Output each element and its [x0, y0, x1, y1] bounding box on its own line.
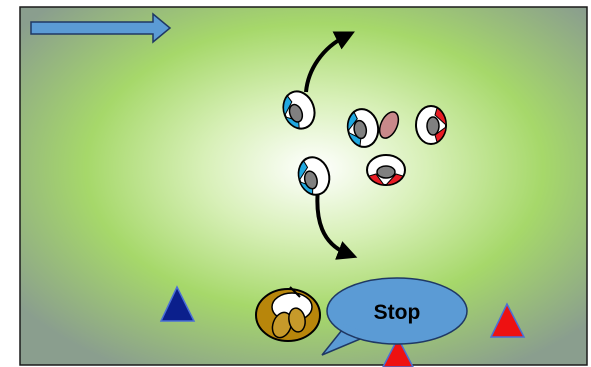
ball-icon — [378, 111, 400, 139]
callout-text: Stop — [374, 301, 421, 324]
cone-red-icon — [489, 302, 526, 338]
player-head-icon — [303, 170, 318, 190]
player-blue-top — [282, 90, 316, 130]
player-red-bottom — [366, 154, 406, 186]
cone-red-icon — [382, 336, 414, 367]
player-head-icon — [376, 165, 396, 179]
player-blue-lower — [297, 156, 331, 196]
direction-arrow-icon — [30, 12, 172, 44]
cone-blue-icon — [159, 285, 196, 322]
player-red-right — [415, 105, 447, 145]
player-head-icon — [353, 119, 368, 140]
stop-callout: Stop — [321, 277, 468, 356]
coach-icon — [255, 286, 321, 342]
curved-arrow-icon — [315, 187, 358, 260]
player-head-icon — [426, 116, 440, 136]
player-head-icon — [288, 103, 304, 123]
curved-arrow-icon — [304, 31, 355, 93]
player-blue-middle — [346, 108, 380, 148]
